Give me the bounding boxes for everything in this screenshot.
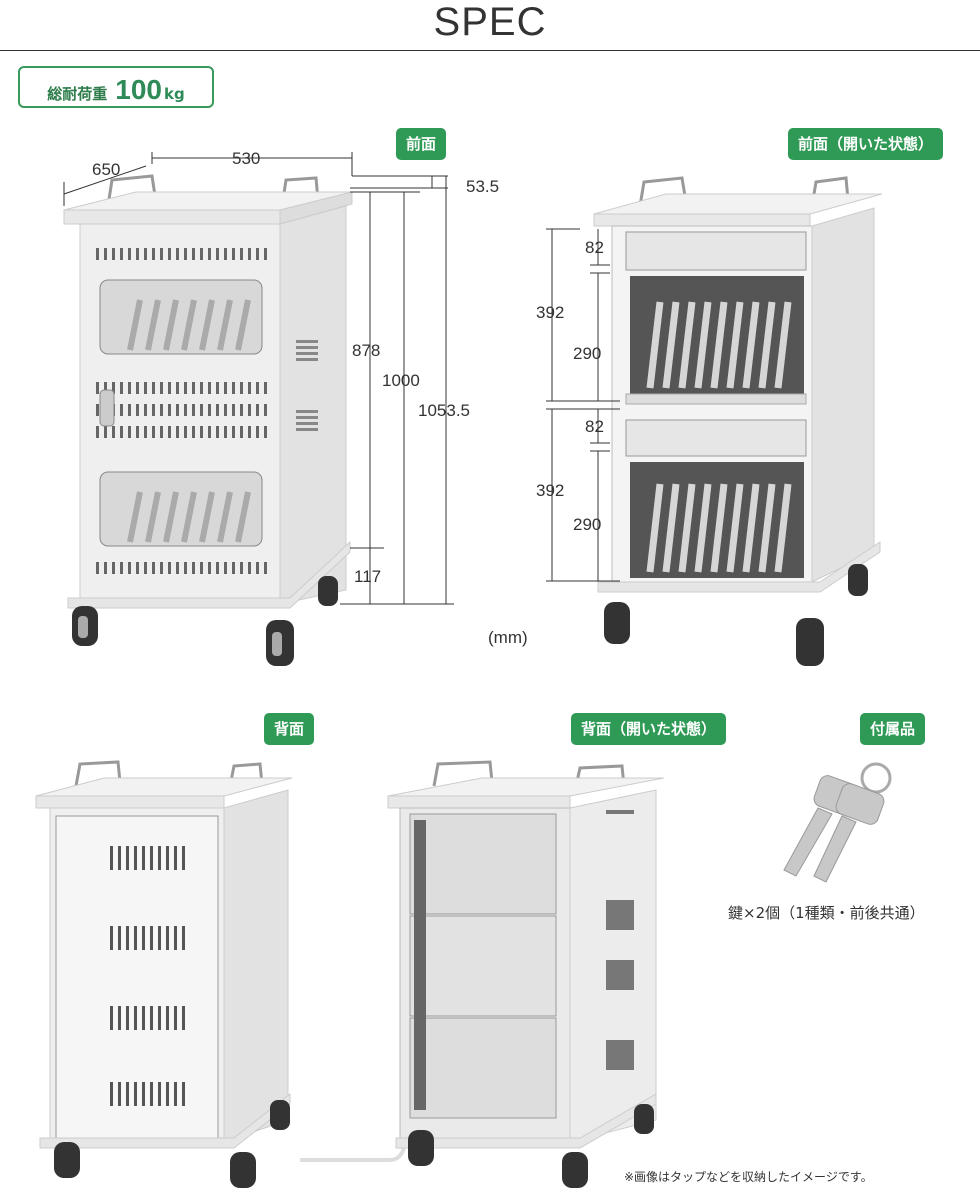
front-cabinet-illustration bbox=[63, 174, 353, 666]
dim-slot-upper: 290 bbox=[573, 344, 602, 363]
load-value: 100 bbox=[115, 74, 162, 105]
footnote: ※画像はタップなどを収納したイメージです。 bbox=[624, 1170, 873, 1184]
dim-unit: (mm) bbox=[488, 628, 528, 647]
dim-inner-height: 878 bbox=[352, 341, 381, 360]
dim-base-height: 117 bbox=[354, 567, 382, 586]
back-open-cabinet-illustration bbox=[300, 760, 665, 1188]
load-unit: kg bbox=[164, 85, 185, 103]
load-label: 総耐荷重 bbox=[47, 85, 108, 103]
dim-rack-upper: 82 bbox=[585, 238, 604, 257]
dim-rack-lower: 82 bbox=[585, 417, 604, 436]
page-title: SPEC bbox=[433, 0, 547, 44]
front-dimension-lines bbox=[63, 152, 454, 605]
accessory-caption: 鍵×2個（1種類・前後共通） bbox=[728, 904, 925, 922]
tag-back: 背面 bbox=[264, 713, 315, 745]
load-capacity-badge: 総耐荷重 100 kg bbox=[18, 66, 214, 108]
title-divider bbox=[0, 50, 980, 51]
keys-icon bbox=[783, 762, 892, 883]
tag-front: 前面 bbox=[396, 128, 447, 160]
tag-accessories: 付属品 bbox=[860, 713, 926, 745]
tag-front-open: 前面（開いた状態） bbox=[788, 128, 944, 160]
back-cabinet-illustration bbox=[35, 760, 293, 1188]
dim-depth: 650 bbox=[92, 160, 121, 179]
dim-top-offset: 53.5 bbox=[466, 177, 500, 196]
front-open-cabinet-illustration bbox=[593, 176, 883, 666]
dim-width: 530 bbox=[232, 149, 261, 168]
dim-shelf-lower: 392 bbox=[536, 481, 565, 500]
dim-shelf-upper: 392 bbox=[536, 303, 565, 322]
dim-total-height: 1053.5 bbox=[418, 401, 470, 420]
dim-slot-lower: 290 bbox=[573, 515, 602, 534]
front-open-dimension-lines bbox=[546, 228, 620, 582]
tag-back-open: 背面（開いた状態） bbox=[571, 713, 727, 745]
dim-height: 1000 bbox=[382, 371, 420, 390]
vent-rows bbox=[96, 248, 267, 574]
